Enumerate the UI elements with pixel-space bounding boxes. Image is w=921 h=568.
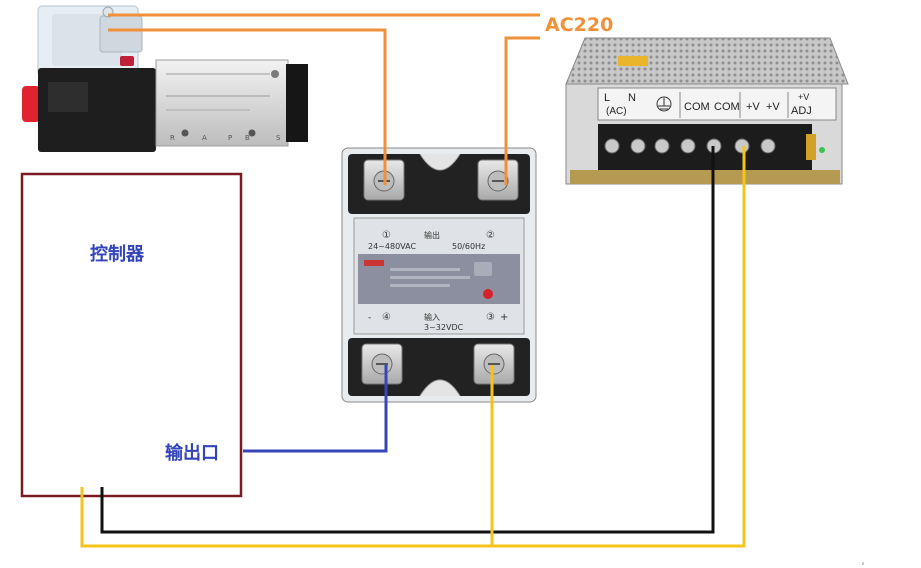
psu-terminal-screws — [604, 138, 776, 154]
psu-terminal-label: L — [604, 92, 610, 104]
relay-cert-mark — [474, 262, 492, 276]
valve-port-label: A — [202, 134, 207, 142]
psu-terminal-label: (AC) — [606, 106, 627, 117]
ac-wire-to-relay-terminal-2 — [504, 36, 540, 185]
valve-fitting-red — [22, 86, 40, 122]
psu-terminal-label: COM — [714, 101, 740, 113]
solenoid-valve: R A P B S — [22, 5, 308, 152]
relay-input-text: 输入 — [424, 312, 440, 322]
negative-wire-com — [100, 146, 715, 534]
psu-led — [819, 147, 825, 153]
psu-mesh-top — [565, 37, 849, 85]
relay-output-frequency: 50/60Hz — [452, 242, 485, 251]
valve-connector — [99, 15, 143, 53]
output-port-label: 输出口 — [165, 443, 219, 464]
relay-output-text: 输出 — [424, 230, 440, 240]
psu-terminal-label: N — [628, 92, 636, 104]
valve-endcap — [286, 64, 308, 142]
valve-port-hole — [248, 129, 256, 137]
valve-port-label: S — [276, 134, 281, 142]
relay-output-rating: 24~480VAC — [368, 242, 416, 251]
psu-adj-pot — [806, 134, 816, 160]
valve-port-label: B — [245, 134, 250, 142]
relay-status-led — [483, 289, 493, 299]
psu-label-strip — [597, 87, 837, 121]
valve-port-label: R — [170, 134, 175, 142]
valve-port-label: P — [228, 134, 232, 142]
relay-mounting-slot-bottom — [419, 379, 461, 397]
power-supply: L N (AC) COM COM +V +V +V ADJ — [565, 37, 849, 185]
relay-pin-label: ③ — [486, 312, 495, 323]
relay-pin-label: ② — [486, 230, 495, 241]
psu-terminal-label: +V — [766, 101, 780, 113]
psu-terminal-label: ADJ — [791, 105, 812, 117]
psu-pcb-edge — [570, 170, 840, 184]
psu-sticker — [618, 56, 648, 66]
relay-pin-label: ④ — [382, 312, 391, 323]
relay-plus-sign: + — [500, 312, 508, 323]
ground-icon — [656, 96, 672, 112]
valve-solenoid-label — [48, 82, 88, 112]
controller-title: 控制器 — [90, 244, 144, 265]
relay-input-rating: 3~32VDC — [424, 323, 464, 332]
ac-wire-to-relay-terminal-1 — [108, 28, 387, 185]
relay-mounting-slot-top — [419, 153, 461, 171]
psu-terminal-block — [598, 124, 812, 170]
signal-wire-output-port — [243, 365, 388, 453]
valve-port-hole — [271, 70, 279, 78]
solid-state-relay: ① 输出 ② 24~480VAC 50/60Hz - ④ 输入 ③ + 3~32… — [341, 147, 537, 403]
psu-terminal-label: +V — [798, 92, 809, 102]
controller-box — [20, 172, 243, 498]
ac220-label: AC220 — [545, 14, 614, 36]
valve-body — [155, 59, 289, 147]
valve-port-hole — [181, 129, 189, 137]
relay-minus-sign: - — [368, 313, 371, 323]
psu-terminal-label: +V — [746, 101, 760, 113]
valve-manual-button — [120, 56, 134, 66]
relay-pin-label: ① — [382, 230, 391, 241]
relay-logo — [364, 260, 384, 266]
psu-terminal-label: COM — [684, 101, 710, 113]
positive-wire-v — [80, 146, 746, 548]
